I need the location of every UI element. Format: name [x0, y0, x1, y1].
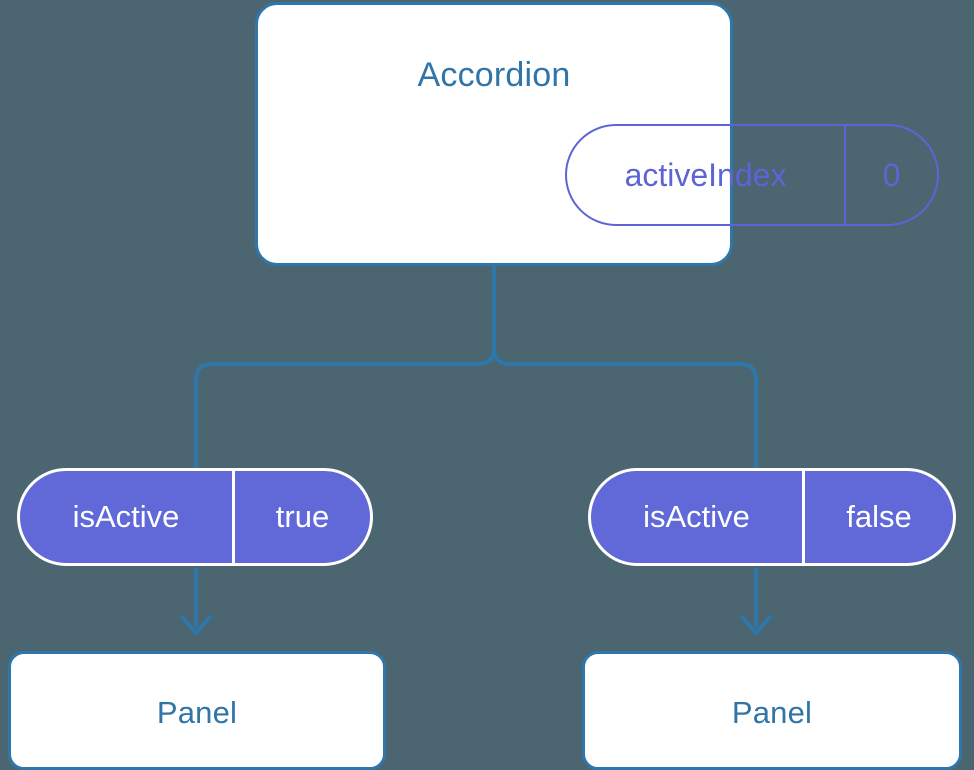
accordion-state-key: activeIndex	[567, 126, 846, 224]
connector-branch-right	[492, 347, 758, 468]
accordion-title: Accordion	[417, 56, 571, 94]
accordion-component-card[interactable]: Accordion activeIndex 0	[255, 2, 939, 266]
accordion-state-pill[interactable]: activeIndex 0	[565, 124, 939, 226]
right-isactive-value: false	[846, 499, 912, 534]
right-panel-title: Panel	[731, 695, 813, 730]
arrow-head-icon	[180, 615, 212, 635]
right-isactive-key: isActive	[591, 471, 805, 563]
right-isactive-pill[interactable]: isActive false	[588, 468, 956, 566]
left-panel-card[interactable]: Panel	[8, 651, 386, 770]
connector-branch-left	[194, 347, 496, 468]
left-isactive-pill[interactable]: isActive true	[17, 468, 373, 566]
accordion-state-value: 0	[882, 156, 901, 193]
left-panel-title: Panel	[156, 695, 238, 730]
left-isactive-value: true	[275, 499, 330, 534]
right-panel-card[interactable]: Panel	[582, 651, 962, 770]
left-isactive-key: isActive	[20, 471, 235, 563]
arrow-head-icon	[740, 615, 772, 635]
